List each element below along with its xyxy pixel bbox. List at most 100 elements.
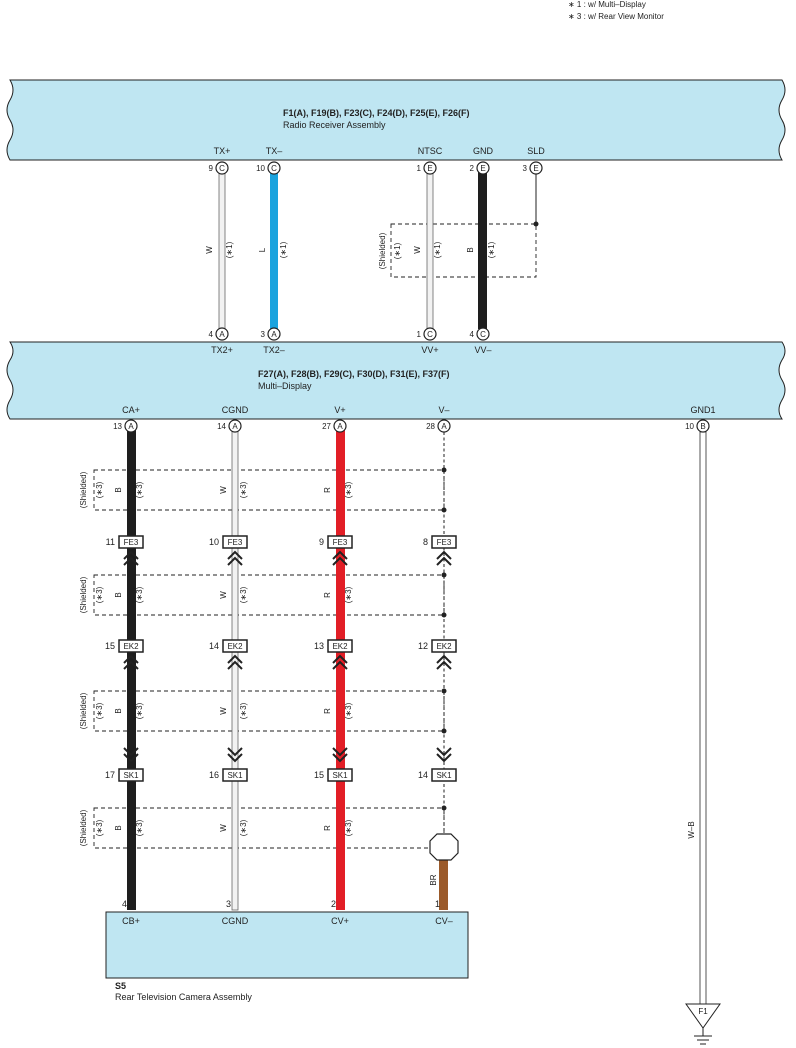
connector-name: SK1 (227, 771, 243, 780)
conn-ek2-2: EK2 13 (314, 639, 353, 670)
pin-letter: A (441, 422, 447, 431)
connector-name: EK2 (227, 642, 243, 651)
multi-top-pin-label: TX2– (263, 345, 285, 355)
connector-pin-number: 15 (105, 641, 115, 651)
wire-cgnd (231, 429, 239, 911)
pin-number: 4 (209, 330, 214, 339)
ground-label: F1 (698, 1007, 708, 1016)
camera-pin-label: CV– (435, 916, 453, 926)
pin-number: 2 (470, 164, 475, 173)
multi-pin-label: CA+ (122, 405, 140, 415)
shield-2-note: (∗3) (95, 586, 104, 603)
note-w-4: (∗3) (239, 819, 248, 836)
note-b-2: (∗3) (135, 586, 144, 603)
camera-pin-number: 3 (226, 899, 231, 909)
connector-pin-number: 9 (319, 537, 324, 547)
pin-letter: A (219, 330, 225, 339)
camera-pin-number: 1 (435, 899, 440, 909)
shield-1-label: (Shielded) (79, 471, 88, 508)
label-b-2: B (114, 592, 123, 597)
pin-letter: C (271, 164, 277, 173)
label-b-3: B (114, 708, 123, 713)
pin-letter: E (480, 164, 485, 173)
multi-pin-label: V– (438, 405, 449, 415)
connector-name: EK2 (332, 642, 348, 651)
upper-shield-box (390, 223, 537, 278)
connector-pin-number: 14 (209, 641, 219, 651)
radio-pin-1: C10 (256, 161, 281, 175)
shield-3-note: (∗3) (95, 702, 104, 719)
connector-pin-number: 10 (209, 537, 219, 547)
label-w-1: W (219, 486, 228, 494)
pin-terminals: TX+C9TX–C10NTSCE1GNDE2SLDE3A4TX2+A3TX2–C… (113, 146, 715, 926)
connector-pin-number: 15 (314, 770, 324, 780)
connector-pin-number: 13 (314, 641, 324, 651)
shield-2-label: (Shielded) (79, 576, 88, 613)
shield-1-note: (∗3) (95, 481, 104, 498)
pin-letter: A (271, 330, 277, 339)
wire-ntsc-note: (∗1) (433, 241, 442, 258)
pin-letter: E (427, 164, 432, 173)
wire-tx-plus-note: (∗1) (225, 241, 234, 258)
label-r-4: R (323, 825, 332, 831)
camera-pin-number: 2 (331, 899, 336, 909)
lower-wire-labels: B (∗3) W (∗3) R (∗3) B (∗3) W (∗3) R (∗3… (114, 481, 353, 836)
pin-number: 14 (217, 422, 226, 431)
note-r-1: (∗3) (344, 481, 353, 498)
lower-shield-3: (Shielded) (∗3) (79, 690, 445, 732)
radio-pin-0: C9 (209, 161, 229, 175)
multi-top-pin-1: A3 (261, 327, 281, 341)
wire-v-plus (336, 430, 345, 910)
pin-number: 4 (470, 330, 475, 339)
wire-cv-minus-br (439, 858, 448, 910)
conn-fe3-0: FE3 11 (106, 535, 144, 566)
footnote-1: ∗ 1 : w/ Multi–Display (568, 0, 646, 9)
pin-letter: A (128, 422, 134, 431)
multi-top-pin-label: VV+ (421, 345, 438, 355)
pin-number: 3 (523, 164, 528, 173)
upper-shield-label: (Shielded) (378, 232, 387, 269)
multi-top-pin-label: TX2+ (211, 345, 233, 355)
connector-name: FE3 (124, 538, 139, 547)
multi-top-pin-label: VV– (474, 345, 491, 355)
wire-ca-plus (127, 430, 136, 910)
multi-pin-4: B10 (685, 419, 710, 433)
multi-pin-2: A27 (322, 419, 347, 433)
note-w-3: (∗3) (239, 702, 248, 719)
wire-ntsc-color: W (413, 246, 422, 254)
note-r-3: (∗3) (344, 702, 353, 719)
note-w-1: (∗3) (239, 481, 248, 498)
pin-letter: C (219, 164, 225, 173)
shield-4-label: (Shielded) (79, 809, 88, 846)
multi-pin-0: A 13 (113, 419, 138, 433)
label-r-3: R (323, 708, 332, 714)
pin-number: 13 (113, 422, 122, 431)
multi-top-pin-0: A4 (209, 327, 229, 341)
multi-display-box (6, 341, 786, 420)
rear-camera-box (105, 911, 469, 979)
lower-shield-2: (Shielded) (∗3) (79, 574, 445, 616)
connector-pin-number: 11 (106, 537, 115, 547)
connector-name: SK1 (123, 771, 139, 780)
note-w-2: (∗3) (239, 586, 248, 603)
pin-letter: A (232, 422, 238, 431)
wire-tx-minus: L (∗1) (258, 168, 288, 329)
pin-number: 9 (209, 164, 214, 173)
shield-4-note: (∗3) (95, 819, 104, 836)
camera-pin-number: 4 (122, 899, 127, 909)
multi-pin-label: GND1 (690, 405, 715, 415)
label-w-2: W (219, 591, 228, 599)
connector-pin-number: 12 (418, 641, 428, 651)
connector-pin-number: 14 (418, 770, 428, 780)
radio-pin-label: TX+ (214, 146, 231, 156)
camera-code: S5 (115, 981, 126, 991)
note-b-3: (∗3) (135, 702, 144, 719)
pin-number: 28 (426, 422, 435, 431)
